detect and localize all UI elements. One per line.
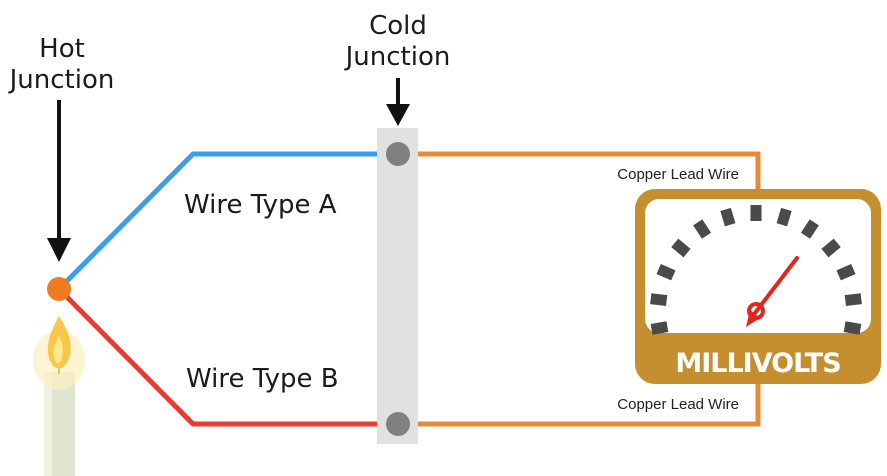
terminal-bottom: [386, 412, 410, 436]
hot-junction-label-line2: Junction: [8, 65, 115, 95]
gauge-tick: [844, 293, 862, 306]
flame-icon: [33, 316, 85, 390]
gauge-tick: [656, 263, 676, 281]
hot-junction-dot: [47, 277, 71, 301]
meter-label: MILLIVOLTS: [675, 348, 840, 379]
millivolt-meter: MILLIVOLTS: [635, 189, 881, 384]
gauge-tick: [843, 321, 862, 335]
copper-lead-label-bottom: Copper Lead Wire: [617, 396, 739, 413]
gauge-tick: [693, 219, 712, 239]
gauge-needle-icon: [746, 256, 799, 327]
gauge-tick: [650, 321, 669, 335]
copper-lead-wire-bottom: [398, 378, 761, 427]
copper-lead-wire-top: [398, 151, 761, 200]
gauge-tick: [776, 207, 792, 227]
gauge-tick: [750, 205, 762, 221]
cold-junction-label-line2: Junction: [344, 42, 451, 72]
cold-junction-label-line1: Cold: [369, 11, 427, 41]
wire-type-a: [57, 151, 398, 291]
terminal-top: [386, 142, 410, 166]
gauge-tick: [650, 293, 668, 306]
copper-lead-label-top: Copper Lead Wire: [617, 166, 739, 183]
gauge-tick: [821, 238, 841, 258]
wire-type-b-label: Wire Type B: [186, 364, 339, 394]
gauge-tick: [800, 219, 819, 239]
wire-type-a-label: Wire Type A: [184, 190, 337, 220]
arrow-down-icon: [47, 100, 71, 262]
gauge-tick: [671, 238, 691, 258]
hot-junction-label-line1: Hot: [39, 34, 85, 64]
gauge-tick: [720, 207, 736, 227]
cold-junction-block: [377, 128, 418, 444]
arrow-down-icon: [386, 78, 410, 126]
gauge-tick: [836, 263, 856, 281]
wire-type-b: [57, 287, 398, 427]
gauge-ticks: [650, 205, 862, 335]
